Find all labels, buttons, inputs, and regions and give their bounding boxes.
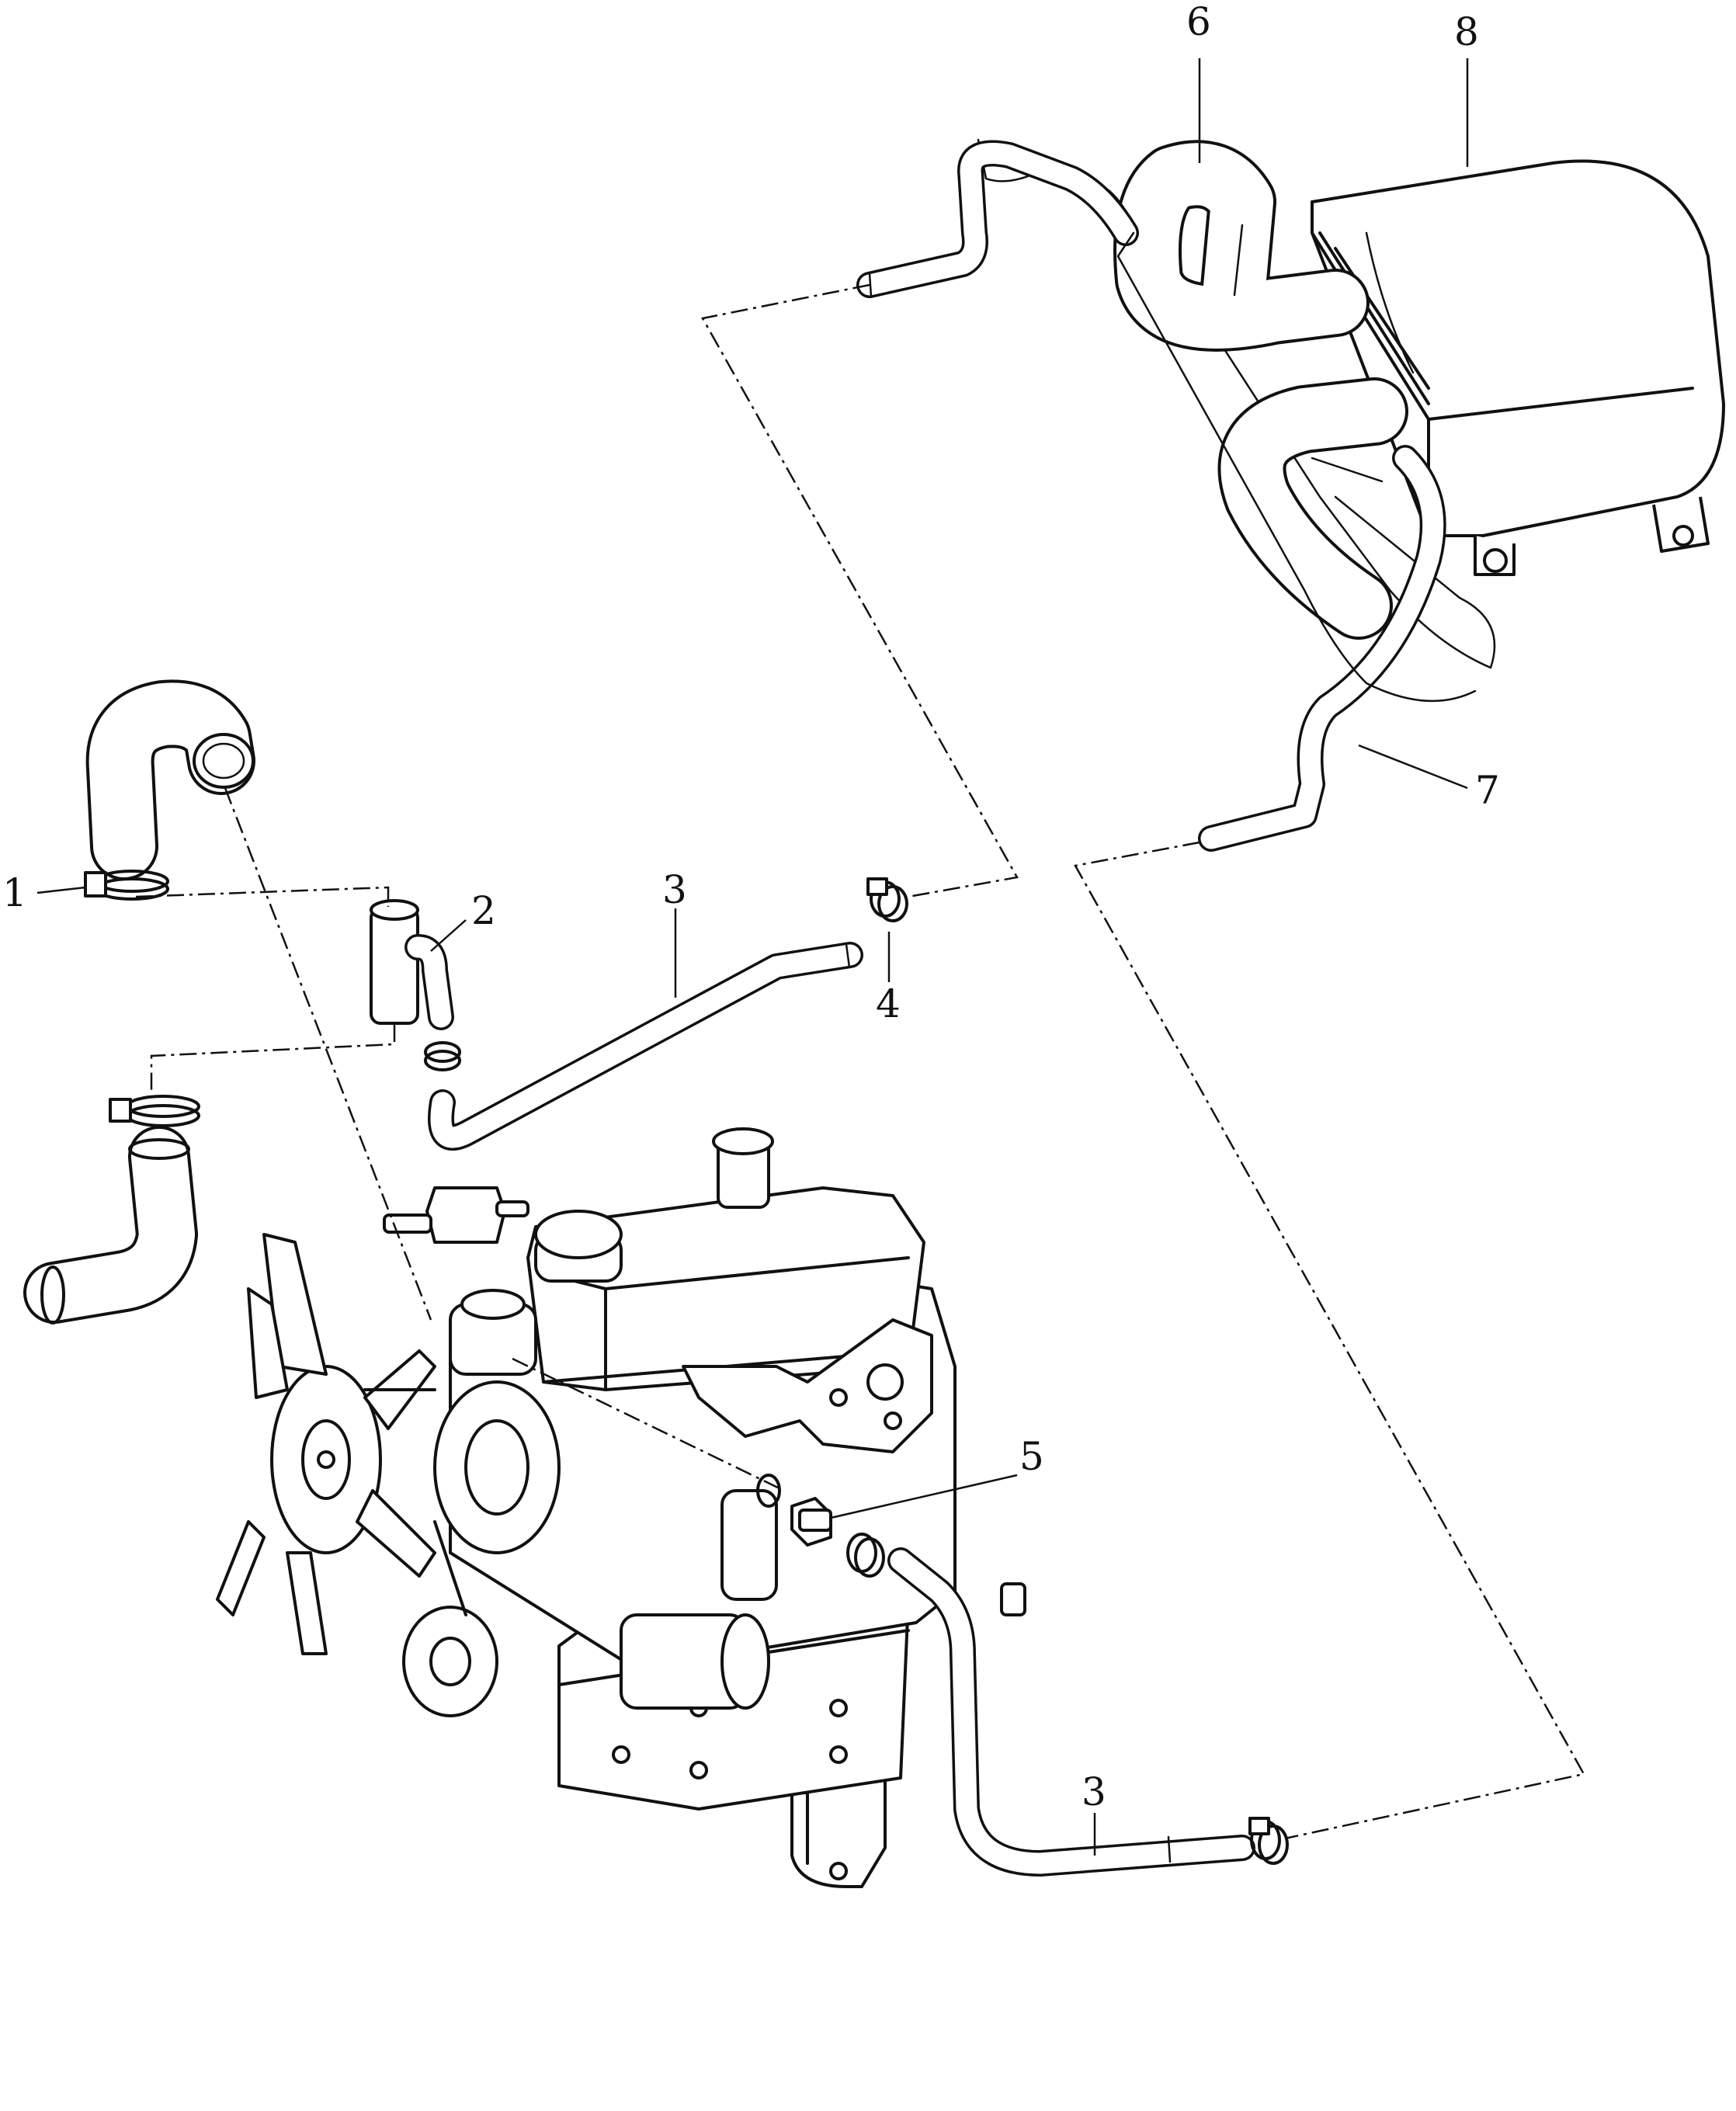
- callout-6: 6: [1186, 0, 1211, 44]
- hose-clamp-5: [846, 1533, 885, 1578]
- callout-4: 4: [876, 981, 901, 1026]
- connection-lines: [135, 283, 1585, 1840]
- callout-5: 5: [1019, 1434, 1044, 1479]
- callout-8: 8: [1454, 9, 1479, 54]
- heater-upper-pipe: [856, 138, 1477, 703]
- heater-hose-upper: [1113, 140, 1370, 352]
- heater-box: [1147, 159, 1725, 669]
- hose-clamp-1: [84, 870, 169, 901]
- engine-assembly: [216, 1127, 1026, 1888]
- callout-labels: 1 2 3 3 4 5 6 7 8: [2, 0, 1500, 1814]
- callout-3-upper: 3: [662, 867, 687, 912]
- radiator-hose-upper: [85, 679, 255, 880]
- heater-hose-lower: [1217, 377, 1408, 640]
- bypass-hose-2: [370, 899, 454, 1030]
- coolant-pipe-3-upper: [424, 942, 863, 1151]
- leader-lines: [36, 58, 1469, 1856]
- hose-clamp-3-lower: [1248, 1817, 1289, 1865]
- callout-3-lower: 3: [1082, 1769, 1106, 1814]
- fitting-5: [756, 1474, 832, 1547]
- callout-2: 2: [471, 888, 496, 933]
- callout-1: 1: [2, 870, 27, 915]
- coolant-pipe-3-lower: [887, 1547, 1255, 1877]
- radiator-hose-lower: [23, 1126, 198, 1325]
- coolant-pipe-7: [1198, 445, 1446, 852]
- callout-7: 7: [1475, 768, 1500, 813]
- hose-clamp-4: [866, 877, 908, 922]
- hose-clamp-2: [109, 1095, 200, 1127]
